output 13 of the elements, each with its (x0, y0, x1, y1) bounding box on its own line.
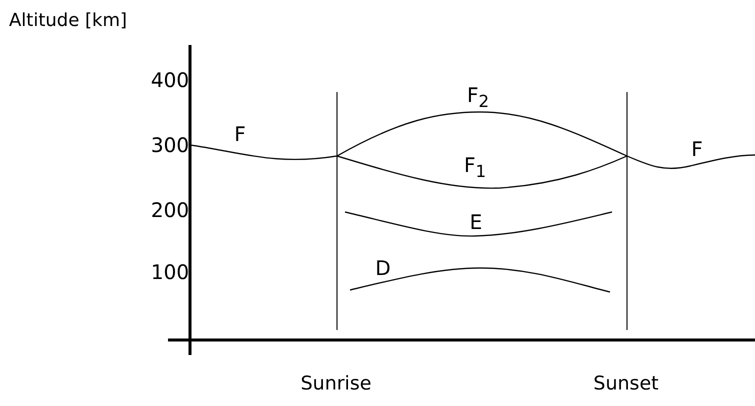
layer-label: F$_{2}$ (466, 85, 490, 111)
time-label: Sunrise (300, 374, 372, 394)
axis-title: Altitude [km] (8, 12, 128, 30)
tick-label: 200 (150, 200, 190, 220)
layer-label: F (691, 139, 703, 159)
layer-label: E (470, 212, 482, 232)
tick-label: 300 (150, 135, 190, 155)
time-label: Sunset (593, 374, 659, 394)
tick-label: 400 (150, 70, 190, 90)
layer-label: F (234, 124, 246, 144)
layer-label: F$_{1}$ (464, 155, 486, 181)
layer-label: D (375, 258, 391, 278)
tick-label: 100 (150, 262, 190, 282)
